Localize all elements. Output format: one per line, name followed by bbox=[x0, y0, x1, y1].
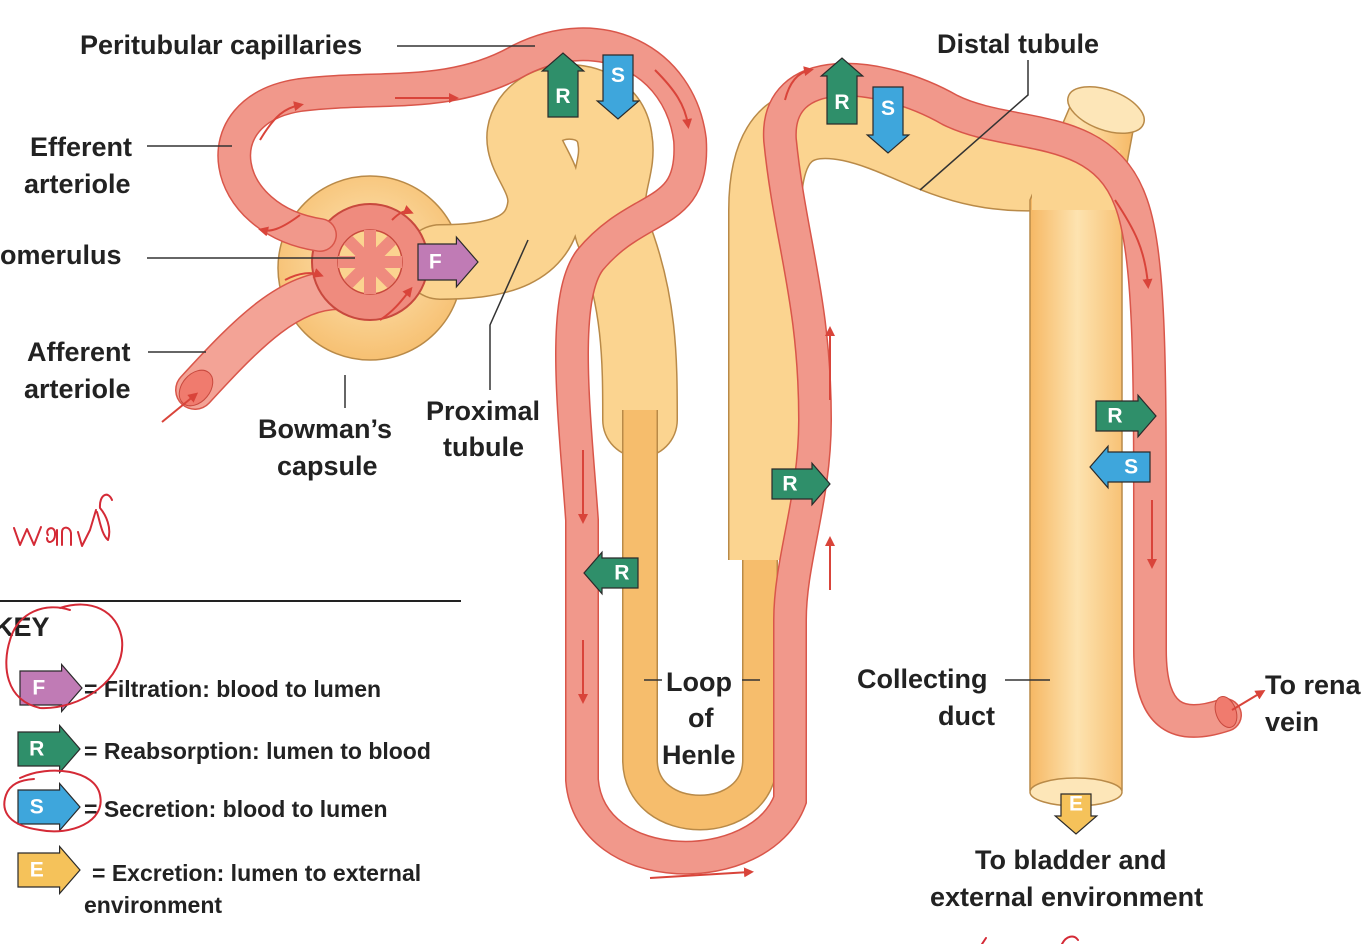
label-afferent-1: Afferent bbox=[27, 337, 131, 367]
reabsorption-arrow-collecting-letter: R bbox=[1107, 405, 1122, 428]
collecting-duct-top bbox=[1067, 86, 1145, 134]
excretion-arrow-letter: E bbox=[1069, 792, 1083, 815]
annotation-mark-bottom bbox=[981, 935, 1079, 944]
blood-vessels bbox=[161, 27, 1266, 879]
label-bladder-2: external environment bbox=[930, 882, 1203, 912]
reabsorption-arrow-proximal: R bbox=[540, 52, 586, 118]
process-arrows: F R S R R R S R S E bbox=[417, 52, 1157, 835]
key-excretion-2: environment bbox=[84, 892, 222, 918]
label-afferent-2: arteriole bbox=[24, 374, 131, 404]
reabsorption-arrow-collecting: R bbox=[1095, 393, 1157, 439]
key-excretion-arrow: E bbox=[17, 844, 81, 896]
label-glomerulus: omerulus bbox=[0, 240, 122, 270]
key-filtration-arrow: F bbox=[19, 662, 83, 714]
tubule bbox=[277, 64, 1145, 831]
label-bladder-1: To bladder and bbox=[975, 845, 1167, 875]
label-collecting-1: Collecting bbox=[857, 664, 988, 694]
key-excretion-arrow-letter: E bbox=[30, 859, 44, 882]
label-proximal-2: tubule bbox=[443, 432, 524, 462]
label-efferent-2: arteriole bbox=[24, 169, 131, 199]
label-proximal-1: Proximal bbox=[426, 396, 540, 426]
reabsorption-arrow-ascending: R bbox=[771, 461, 831, 507]
key-secretion-arrow-letter: S bbox=[30, 796, 44, 819]
label-collecting-2: duct bbox=[938, 701, 995, 731]
secretion-arrow-distal: S bbox=[865, 86, 911, 154]
secretion-arrow-collecting-letter: S bbox=[1124, 456, 1138, 479]
secretion-arrow-proximal: S bbox=[595, 54, 641, 120]
flow-arrows bbox=[161, 66, 1266, 879]
reabsorption-arrow-distal-letter: R bbox=[834, 91, 849, 114]
leader-lines bbox=[147, 45, 1050, 681]
reabsorption-arrow-descending: R bbox=[583, 550, 639, 596]
annotation-circle-key bbox=[5, 603, 124, 710]
handwritten-word-way bbox=[13, 493, 113, 547]
reabsorption-arrow-descending-letter: R bbox=[614, 562, 629, 585]
label-peritubular: Peritubular capillaries bbox=[80, 30, 362, 60]
secretion-arrow-distal-letter: S bbox=[881, 97, 895, 120]
label-renal-2: vein bbox=[1265, 707, 1319, 737]
excretion-arrow: E bbox=[1053, 792, 1099, 835]
annotation-circle-secretion bbox=[3, 769, 102, 833]
label-loop-3: Henle bbox=[662, 740, 736, 770]
key-secretion-arrow: S bbox=[17, 781, 81, 833]
glomerulus bbox=[311, 203, 429, 321]
key-filtration: = Filtration: blood to lumen bbox=[84, 676, 381, 702]
label-loop-2: of bbox=[688, 703, 714, 733]
filtration-arrow-letter: F bbox=[429, 251, 442, 274]
key-reabsorption-arrow: R bbox=[17, 723, 81, 775]
key-filtration-arrow-letter: F bbox=[32, 677, 45, 700]
labels: Peritubular capillaries Efferent arterio… bbox=[0, 29, 1361, 912]
reabsorption-arrow-proximal-letter: R bbox=[555, 85, 570, 108]
label-distal: Distal tubule bbox=[937, 29, 1099, 59]
key-reabsorption-arrow-letter: R bbox=[29, 738, 44, 761]
secretion-arrow-collecting: S bbox=[1089, 444, 1151, 490]
secretion-arrow-proximal-letter: S bbox=[611, 64, 625, 87]
label-bowman-1: Bowman’s bbox=[258, 414, 392, 444]
label-bowman-2: capsule bbox=[277, 451, 378, 481]
label-renal-1: To rena bbox=[1265, 670, 1361, 700]
label-efferent-1: Efferent bbox=[30, 132, 132, 162]
handwritten-annotations bbox=[3, 493, 1079, 944]
label-loop-1: Loop bbox=[666, 667, 732, 697]
key-reabsorption: = Reabsorption: lumen to blood bbox=[84, 738, 431, 764]
key-secretion: = Secretion: blood to lumen bbox=[84, 796, 388, 822]
key-excretion-1: = Excretion: lumen to external bbox=[92, 860, 421, 886]
reabsorption-arrow-ascending-letter: R bbox=[782, 473, 797, 496]
reabsorption-arrow-distal: R bbox=[819, 57, 865, 125]
filtration-arrow: F bbox=[417, 235, 479, 289]
